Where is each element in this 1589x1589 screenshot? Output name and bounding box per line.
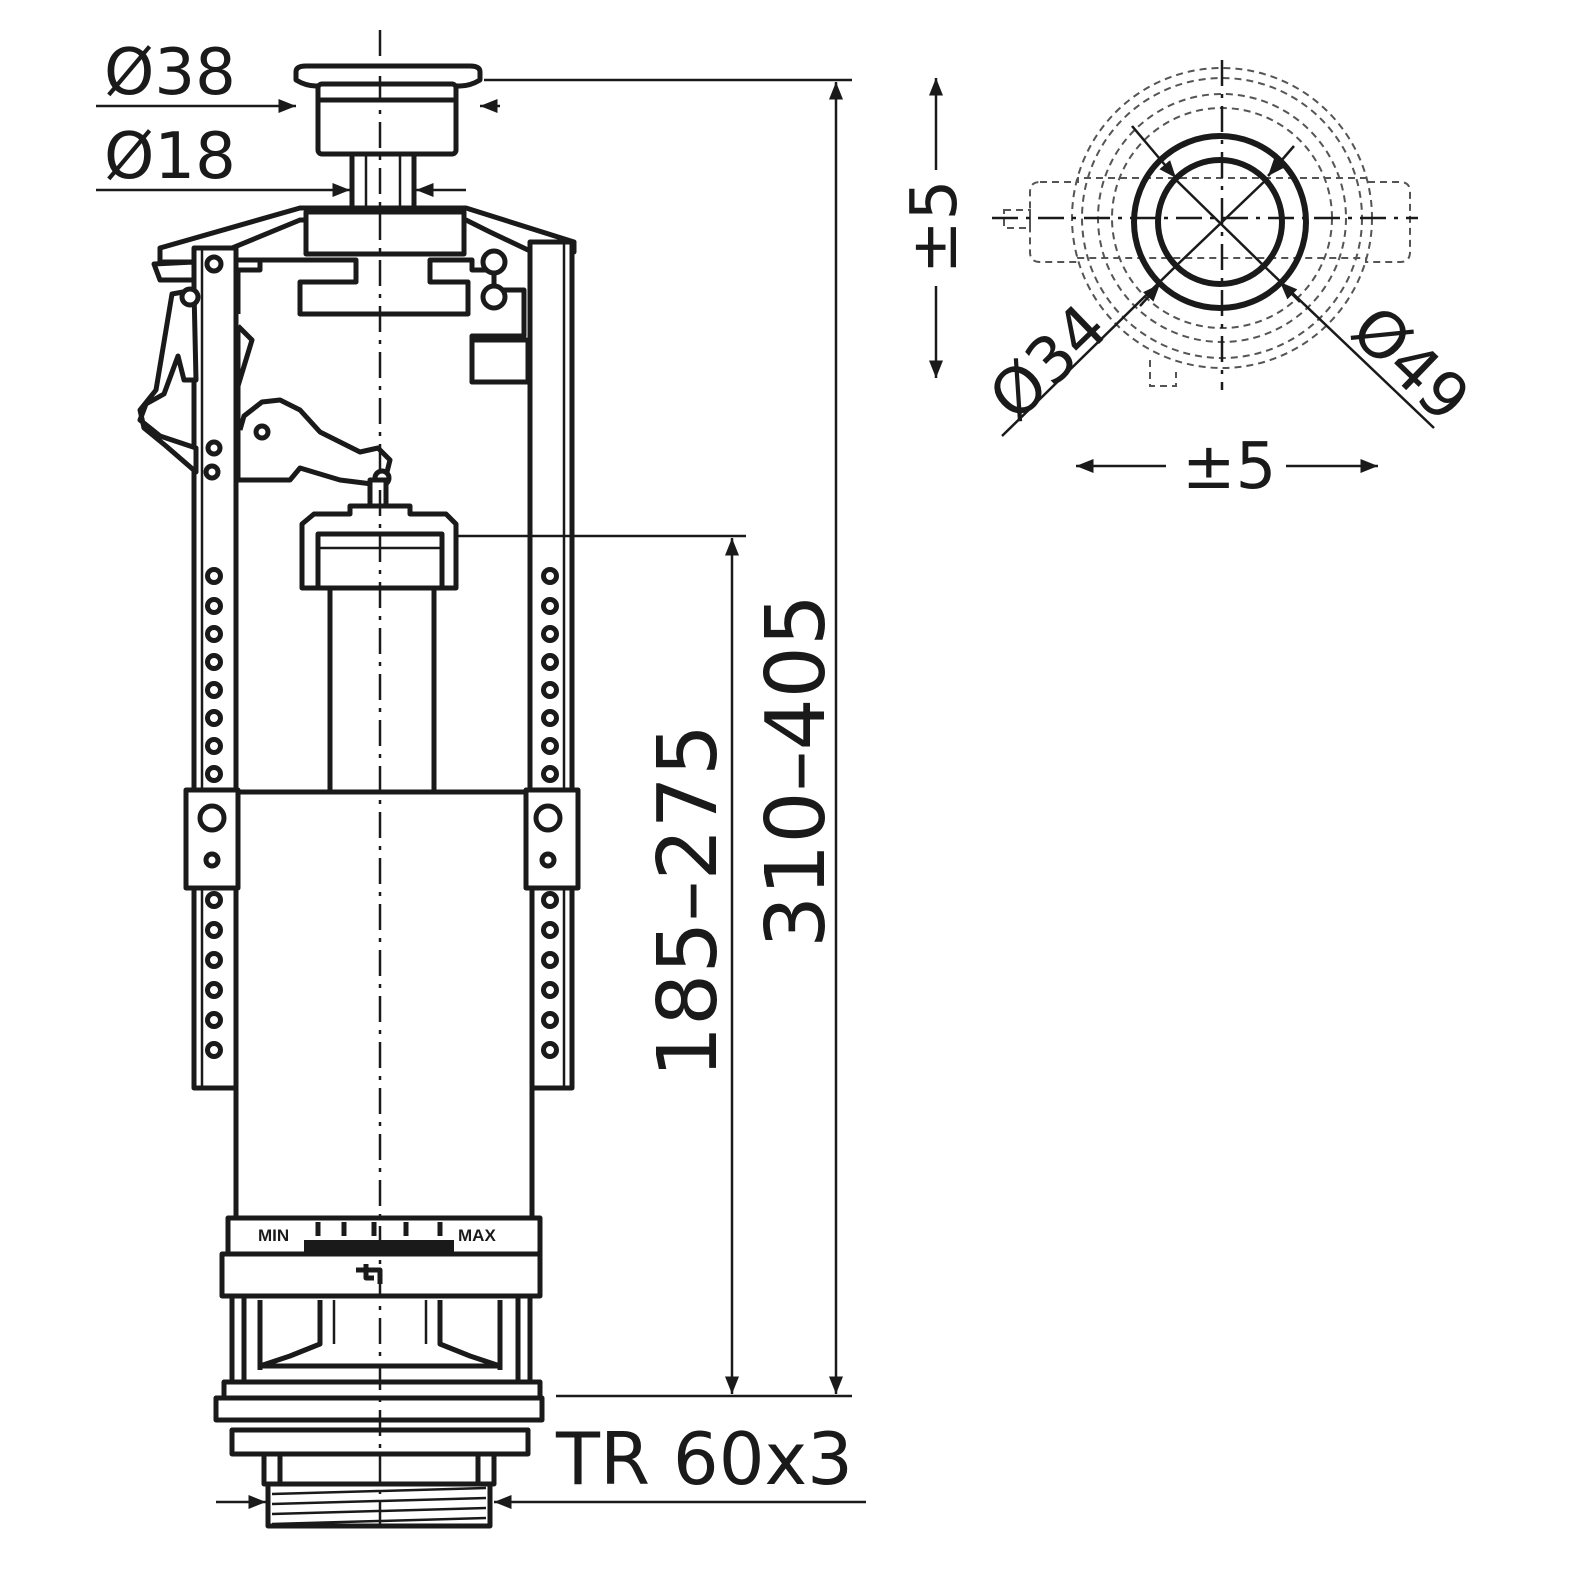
scale-min-label: MIN [258,1226,289,1245]
horizontal-tolerance-label: ±5 [1182,430,1276,504]
rail-hole [205,765,223,783]
inner-diameter-label: Ø34 [976,291,1122,436]
lever-linkage [235,324,393,517]
rail-hole [541,653,559,671]
rail-hole [541,681,559,699]
outer-diameter-label: Ø49 [1337,292,1483,437]
rail-hole [541,921,559,939]
button-diameter-label: Ø38 [104,36,236,110]
rail-hole [205,597,223,615]
rail-hole [205,709,223,727]
main-body [183,787,581,1227]
rail-hole [541,951,559,969]
rail-hole [205,951,223,969]
rail-hole [541,737,559,755]
dimension-thread: TR 60x3 [216,1417,866,1509]
overflow-head [299,503,459,795]
rail-hole [205,981,223,999]
dimension-vertical-tolerance: ±5 [898,78,972,378]
rail-hole [541,1041,559,1059]
rail-hole [205,1041,223,1059]
outer-ring [1131,133,1309,311]
rail-hole [205,1011,223,1029]
side-dimensions: Ø38 Ø18 310–405 185–275 TR 60x3 [96,36,866,1509]
rail-hole [541,597,559,615]
rail-holes [205,567,559,1059]
top-frame [157,205,577,385]
rail-hole [541,567,559,585]
left-rail [137,245,239,1091]
rail-hole [541,981,559,999]
dimension-stem-diameter: Ø18 [96,120,466,197]
rail-hole [541,1011,559,1029]
vertical-tolerance-label: ±5 [898,180,972,274]
thread-label: TR 60x3 [555,1417,853,1501]
overflow-height-label: 185–275 [641,724,736,1078]
dimension-button-diameter: Ø38 [96,36,500,113]
rail-hole [205,653,223,671]
rail-hole [205,681,223,699]
inner-ring [1155,157,1285,287]
stem [349,151,417,213]
stem-diameter-label: Ø18 [104,120,236,194]
rail-hole [541,891,559,909]
rail-hole [205,737,223,755]
dimension-overflow-height: 185–275 [456,534,746,1394]
dimension-overall-height: 310–405 [484,78,852,1398]
scale-max-label: MAX [458,1226,496,1245]
top-view [992,60,1435,437]
rail-hole [205,891,223,909]
push-button [293,63,483,157]
dimension-horizontal-tolerance: ±5 [1076,430,1378,504]
rail-hole [541,625,559,643]
side-view: MIN MAX [137,30,581,1530]
rail-hole [205,625,223,643]
rail-hole [541,709,559,727]
rail-hole [541,765,559,783]
rail-hole [205,921,223,939]
overall-height-label: 310–405 [749,594,844,948]
rail-hole [205,567,223,585]
